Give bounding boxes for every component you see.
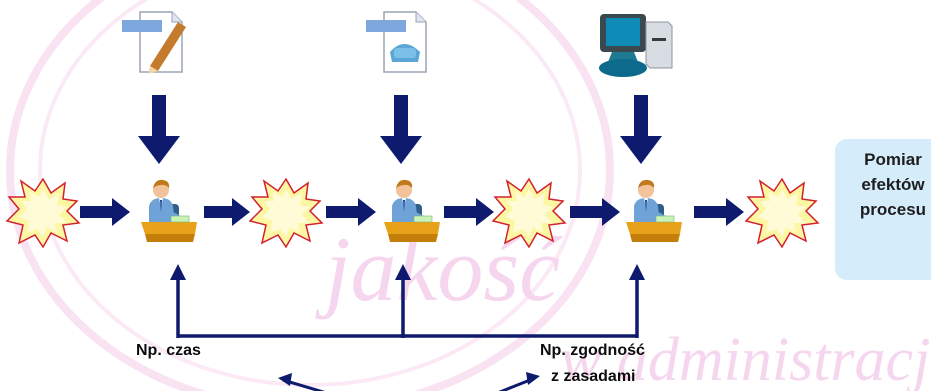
- label-compliance-1: Np. zgodność: [540, 342, 645, 359]
- flow-arrow-4: [444, 198, 494, 226]
- feedback-arrowheads: [170, 264, 645, 280]
- event-starburst-4: [745, 178, 819, 248]
- flow-arrow-2: [204, 198, 250, 226]
- measurement-line-1: Pomiar: [864, 150, 922, 169]
- clerk-at-desk-3: [625, 179, 683, 243]
- flow-arrow-5: [570, 198, 620, 226]
- down-arrow-2: [380, 95, 422, 164]
- document-phone-icon: [366, 11, 427, 73]
- flow-arrow-6: [694, 198, 744, 226]
- feedback-connector: [176, 276, 639, 338]
- flow-arrow-3: [326, 198, 376, 226]
- computer-icon: [599, 14, 673, 77]
- flow-arrows: [80, 198, 744, 226]
- down-arrow-3: [620, 95, 662, 164]
- clerk-at-desk-1: [140, 179, 198, 243]
- label-compliance-2: z zasadami: [551, 368, 636, 385]
- watermark: jakość w administracji: [6, 0, 931, 391]
- label-time: Np. czas: [136, 342, 201, 359]
- flow-arrow-1: [80, 198, 130, 226]
- clerk-at-desk-2: [383, 179, 441, 243]
- measurement-line-2: efektów: [861, 175, 925, 194]
- measurement-box: Pomiar efektów procesu: [835, 139, 931, 280]
- event-starburst-2: [249, 178, 323, 248]
- down-arrow-1: [138, 95, 180, 164]
- document-pencil-icon: [122, 11, 186, 74]
- measurement-line-3: procesu: [859, 200, 927, 219]
